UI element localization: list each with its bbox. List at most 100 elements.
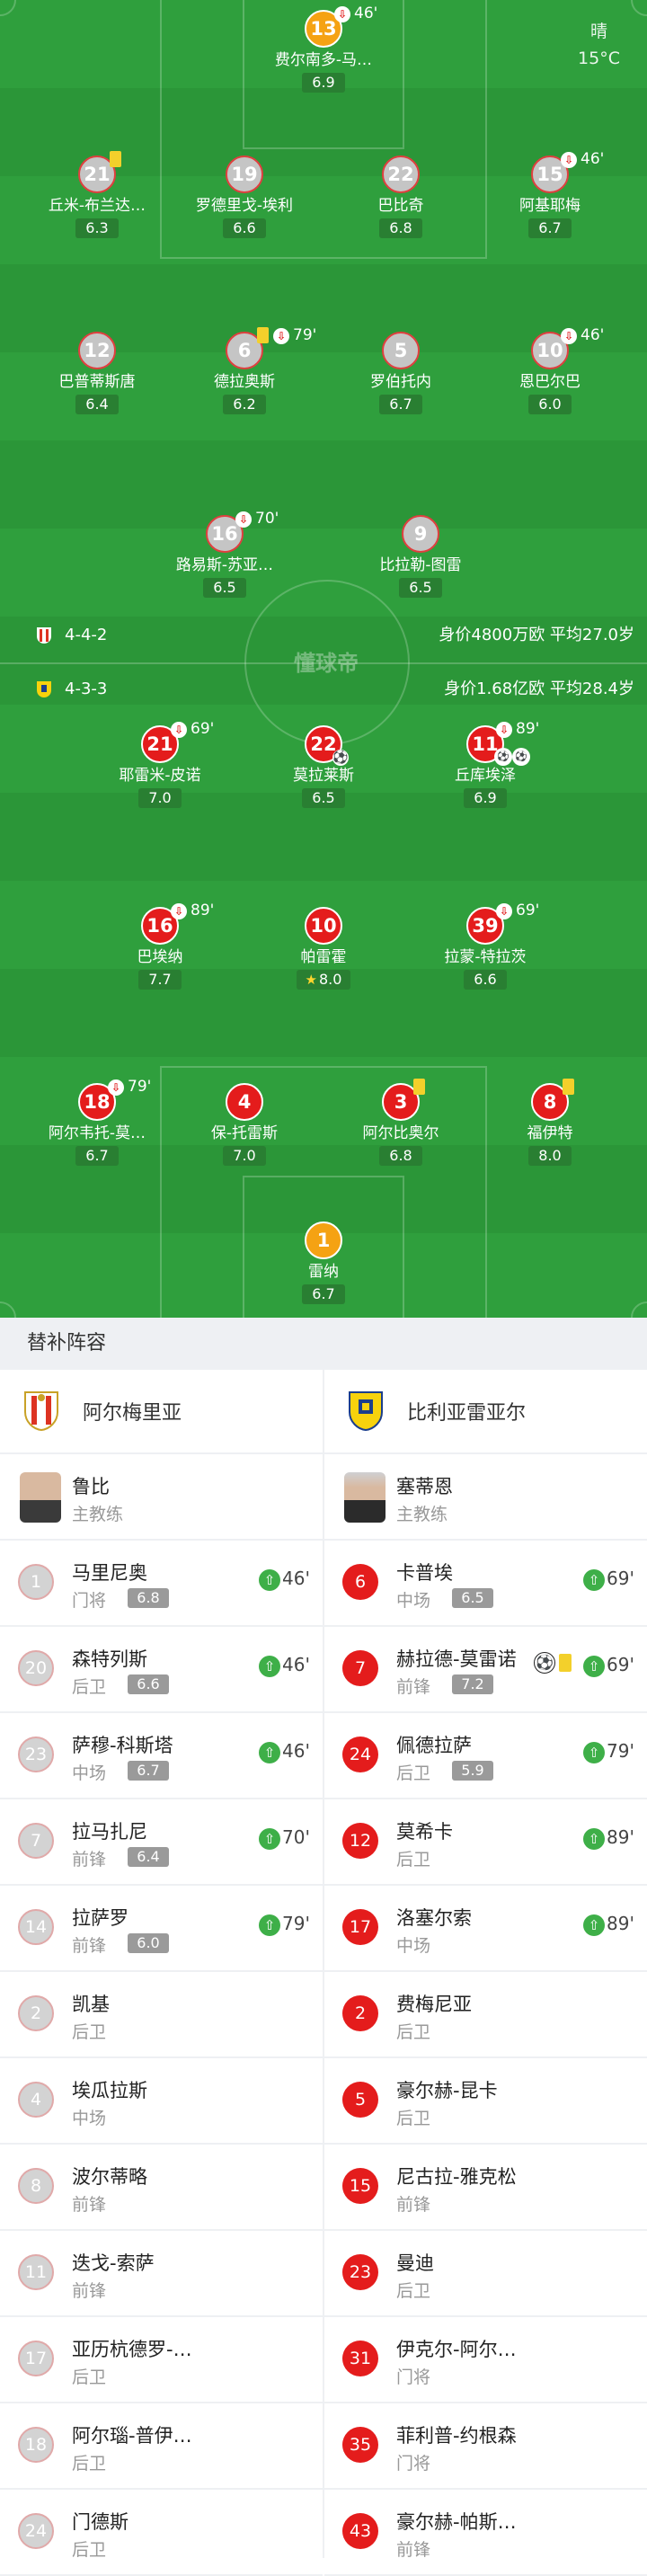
villarreal-crest-icon [37, 681, 51, 697]
player-name: 马里尼奥 [72, 1562, 147, 1584]
away-coach-row[interactable]: 塞蒂恩 主教练 [324, 1454, 647, 1541]
weather-temp: 15°C [578, 49, 620, 68]
player-position: 后卫 [396, 2022, 431, 2042]
player-name: 洛塞尔索 [396, 1907, 472, 1929]
coach-avatar [344, 1472, 386, 1523]
jersey-number: 9 [402, 515, 439, 553]
player-rating: 7.0 [223, 1146, 266, 1166]
away-formation-line: 4-3-3 [36, 676, 107, 703]
player-name: 森特列斯 [72, 1648, 147, 1670]
player-name: 尼古拉-雅克松 [396, 2166, 517, 2188]
jersey-number: 15 [531, 155, 569, 193]
player-rating: 6.7 [302, 1284, 345, 1304]
sub-minute: 46' [354, 4, 378, 22]
yellow-card-icon [110, 151, 121, 167]
player-rating: ★8.0 [297, 970, 350, 990]
player-name: 丘库埃泽 [455, 767, 516, 785]
player-position: 前锋 [396, 1677, 431, 1697]
player-rating: 6.6 [128, 1674, 169, 1694]
sub-off-icon: ⇩ [273, 328, 289, 344]
player-position: 中场 [72, 1763, 107, 1783]
player-position: 后卫 [396, 2109, 431, 2128]
jersey-number: 35 [342, 2427, 378, 2463]
corner-arc [0, 0, 16, 16]
lineup-pitch: 晴 15°C 懂球帝 4-4-2 身价4800万欧 平均27.0岁 4-3-3 … [0, 0, 647, 1318]
player-name: 福伊特 [527, 1124, 573, 1142]
player-name: 拉马扎尼 [72, 1821, 147, 1843]
jersey-number: 1 [305, 1221, 342, 1259]
away-team-row[interactable]: 比利亚雷亚尔 [324, 1370, 647, 1454]
sub-minute: 79' [293, 326, 317, 344]
sub-minute: 89' [607, 1826, 634, 1848]
coach-role: 主教练 [396, 1505, 448, 1524]
sub-on-icon: ⇧ [259, 1741, 281, 1763]
player-name: 巴普蒂斯唐 [58, 373, 136, 391]
player-name: 萨穆-科斯塔 [72, 1735, 173, 1756]
sub-minute: 70' [255, 510, 279, 528]
sub-off-icon: ⇩ [108, 1079, 124, 1096]
home-formation-line: 4-4-2 [36, 622, 107, 649]
sub-minute: 46' [581, 150, 605, 168]
jersey-number: 11 [18, 2254, 54, 2290]
sub-on-icon: ⇧ [259, 1568, 281, 1591]
player-rating: 6.7 [379, 395, 422, 414]
jersey-number: 21 [141, 725, 179, 763]
away-formation: 4-3-3 [65, 680, 108, 698]
sub-on-icon: ⇧ [259, 1827, 281, 1850]
player-position: 门将 [72, 1591, 107, 1611]
player-rating: 6.0 [128, 1933, 169, 1953]
sub-minute: 89' [516, 720, 540, 738]
jersey-number: 19 [226, 155, 263, 193]
home-team-name: 阿尔梅里亚 [83, 1402, 182, 1425]
jersey-number: 23 [18, 1737, 54, 1772]
player-position: 后卫 [72, 2454, 107, 2474]
almeria-crest-icon [24, 1391, 58, 1432]
player-rating: 7.2 [452, 1674, 493, 1694]
sub-on-time: ⇧46' [259, 1568, 310, 1591]
yellow-card-icon [559, 1654, 572, 1672]
sub-minute: 79' [607, 1740, 634, 1762]
sub-off-icon: ⇩ [496, 903, 512, 919]
player-name: 雷纳 [308, 1263, 339, 1281]
player-name: 阿尔瑙-普伊… [72, 2425, 192, 2447]
sub-on-time: ⇧89' [583, 1826, 634, 1850]
coach-avatar [20, 1472, 61, 1523]
jersey-number: 17 [342, 1909, 378, 1945]
home-coach-row[interactable]: 鲁比 主教练 [0, 1454, 323, 1541]
sub-minute: 89' [191, 902, 215, 919]
jersey-number: 23 [342, 2254, 378, 2290]
player-name: 阿尔比奥尔 [362, 1124, 439, 1142]
player-position: 前锋 [72, 2195, 107, 2215]
player-position: 后卫 [72, 2540, 107, 2560]
almeria-crest-icon [37, 627, 51, 644]
best-player-star-icon: ★ [305, 972, 317, 988]
sub-on-icon: ⇧ [583, 1568, 606, 1591]
sub-off-icon: ⇩ [561, 152, 577, 168]
home-team-row[interactable]: 阿尔梅里亚 [0, 1370, 323, 1454]
corner-arc [631, 0, 647, 16]
